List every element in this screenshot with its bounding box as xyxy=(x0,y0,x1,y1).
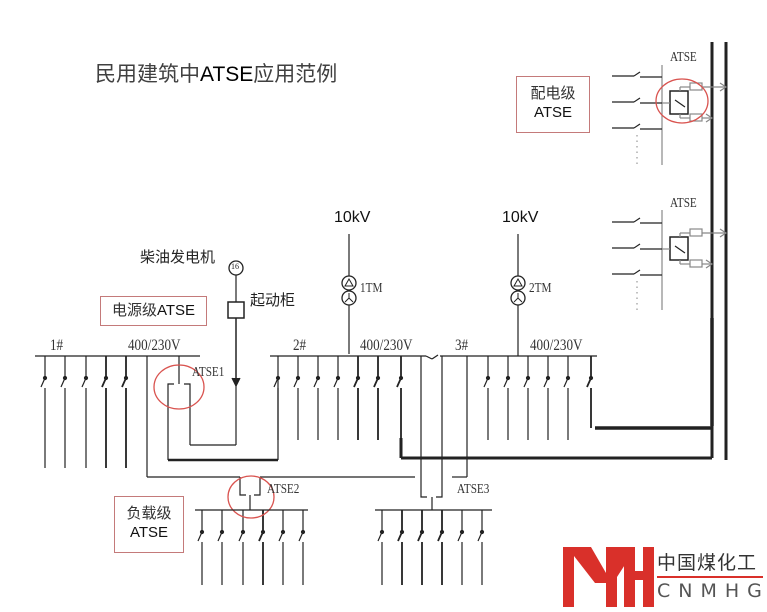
label-load-line1: 负载级 xyxy=(126,504,172,522)
logo-name-en: CNMHG xyxy=(657,580,767,602)
logo-mark xyxy=(563,547,654,607)
atse-dist-top-label: ATSE xyxy=(670,50,697,65)
label-src-suffix: ATSE xyxy=(156,302,196,319)
bus2-feeder xyxy=(396,356,404,440)
title-suffix: 应用范例 xyxy=(253,62,338,86)
bus-3-label: 3# xyxy=(455,337,469,354)
bus3-feeder xyxy=(543,356,551,440)
bus2-feeder xyxy=(353,356,361,440)
atse2-load-feeder xyxy=(258,510,266,585)
transformer-1-primary xyxy=(341,275,357,291)
bus-1-voltage: 400/230V xyxy=(128,337,181,354)
bus3-feeder xyxy=(483,356,491,440)
highlight-circle-atse2 xyxy=(227,475,275,519)
bus-2-voltage: 400/230V xyxy=(360,337,413,354)
highlight-circle-atse1 xyxy=(153,364,205,410)
logo-name-cn: 中国煤化工 xyxy=(657,552,758,574)
atse2-load-feeder xyxy=(238,510,246,585)
atse2-label: ATSE2 xyxy=(267,482,300,497)
label-src-prefix: 电源级 xyxy=(111,301,157,319)
bus1-feeder xyxy=(40,356,48,468)
atse2-load-feeder xyxy=(217,510,225,585)
label-source-level-atse: 电源级ATSE xyxy=(100,296,207,326)
bus-2-label: 2# xyxy=(293,337,307,354)
label-dist-line2: ATSE xyxy=(533,104,573,121)
bus2-feeder xyxy=(273,356,281,440)
transformer-1-voltage: 10kV xyxy=(334,209,371,226)
atse1-label: ATSE1 xyxy=(192,365,225,380)
atse3-load-feeder xyxy=(437,510,445,585)
title-prefix: 民用建筑中 xyxy=(95,62,200,86)
bus3-feeder-to-dist xyxy=(586,356,594,428)
atse3-load-feeder xyxy=(417,510,425,585)
bus2-feeder xyxy=(333,356,341,440)
title-highlight: ATSE xyxy=(200,63,254,86)
generator-symbol-text: 16 xyxy=(231,262,239,271)
label-load-level-atse: 负载级 ATSE xyxy=(114,496,184,553)
bus2-feeder xyxy=(313,356,321,440)
bus2-feeder xyxy=(293,356,301,440)
atse2-load-feeder xyxy=(298,510,306,585)
atse3-load-feeder xyxy=(457,510,465,585)
bus3-feeder xyxy=(503,356,511,440)
bus1-feeder xyxy=(121,356,129,468)
dist-panel-top xyxy=(612,65,728,165)
transformer-2-primary xyxy=(510,275,526,291)
transformer-2-voltage: 10kV xyxy=(502,209,539,226)
atse3-load-feeder xyxy=(377,510,385,585)
transformer-2-label: 2TM xyxy=(529,281,552,296)
bus1-feeder xyxy=(81,356,89,468)
bus1-feeder xyxy=(101,356,109,468)
label-load-line2: ATSE xyxy=(129,524,169,541)
label-distribution-level-atse: 配电级 ATSE xyxy=(516,76,590,133)
bus2-feeder xyxy=(373,356,381,440)
starter-cabinet-label: 起动柜 xyxy=(250,291,296,309)
bus3-feeder xyxy=(523,356,531,440)
atse2-load-feeder xyxy=(278,510,286,585)
highlight-circle-dist xyxy=(655,78,709,124)
atse2-load-feeder xyxy=(197,510,205,585)
dist-panel-bottom xyxy=(612,210,728,312)
generator-label: 柴油发电机 xyxy=(140,248,216,266)
bus1-feeder xyxy=(60,356,68,468)
bus-1-label: 1# xyxy=(50,337,64,354)
atse3-load-feeder xyxy=(477,510,485,585)
bus3-feeder xyxy=(563,356,571,440)
bus-3-voltage: 400/230V xyxy=(530,337,583,354)
transformer-1-label: 1TM xyxy=(360,281,383,296)
atse3-label: ATSE3 xyxy=(457,482,490,497)
diagram-title: 民用建筑中ATSE应用范例 xyxy=(95,58,337,88)
logo-divider xyxy=(657,576,763,578)
atse3-load-feeder xyxy=(397,510,405,585)
starter-cabinet-symbol xyxy=(227,301,245,319)
atse-dist-bottom-label: ATSE xyxy=(670,196,697,211)
label-dist-line1: 配电级 xyxy=(530,84,576,102)
